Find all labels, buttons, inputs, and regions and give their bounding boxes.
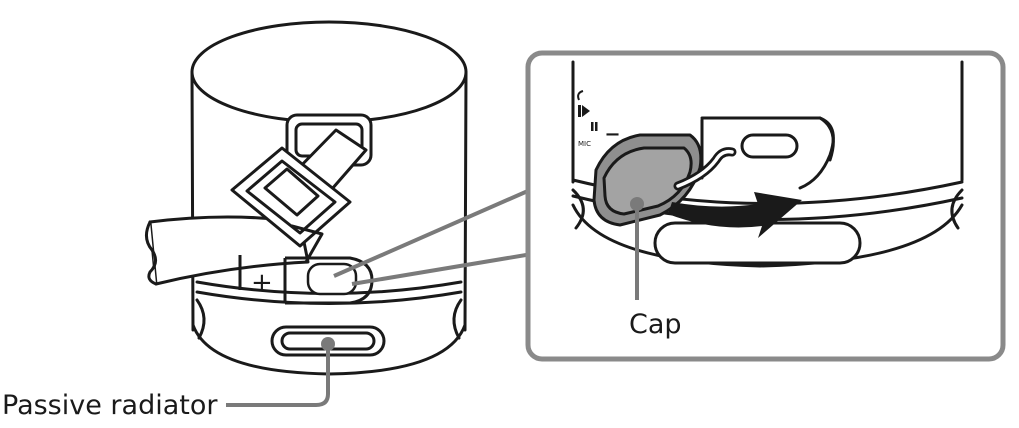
side-icons: MIC [577,90,598,148]
passive-radiator-label: Passive radiator [2,390,218,421]
plus-button-label: + [251,268,273,298]
zoom-connector [333,181,557,286]
passive-radiator-callout [226,337,335,407]
minus-button-label: – [605,116,620,151]
cap-label: Cap [629,309,682,340]
svg-text:MIC: MIC [578,140,591,148]
carry-strap [145,128,368,286]
cap-callout [630,197,644,300]
inset-detail: MIC – [571,60,964,268]
rotation-arrow [668,192,802,238]
